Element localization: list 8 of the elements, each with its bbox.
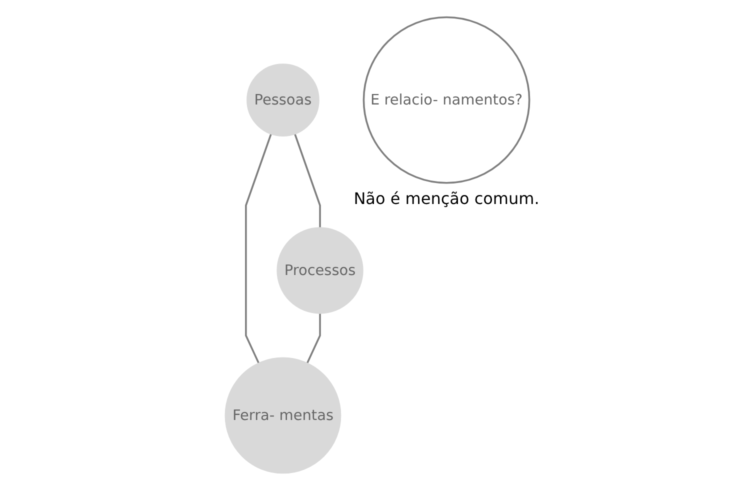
node-circle: Pessoas	[246, 64, 320, 136]
connector	[294, 133, 321, 228]
node-circle: Ferra- mentas	[224, 357, 342, 474]
connector	[306, 312, 321, 364]
node-circle: E relacio- namentos?	[362, 16, 530, 184]
connector	[245, 133, 272, 364]
node-circle: Processos	[276, 227, 364, 314]
node-caption: Não é menção comum.	[354, 188, 540, 208]
